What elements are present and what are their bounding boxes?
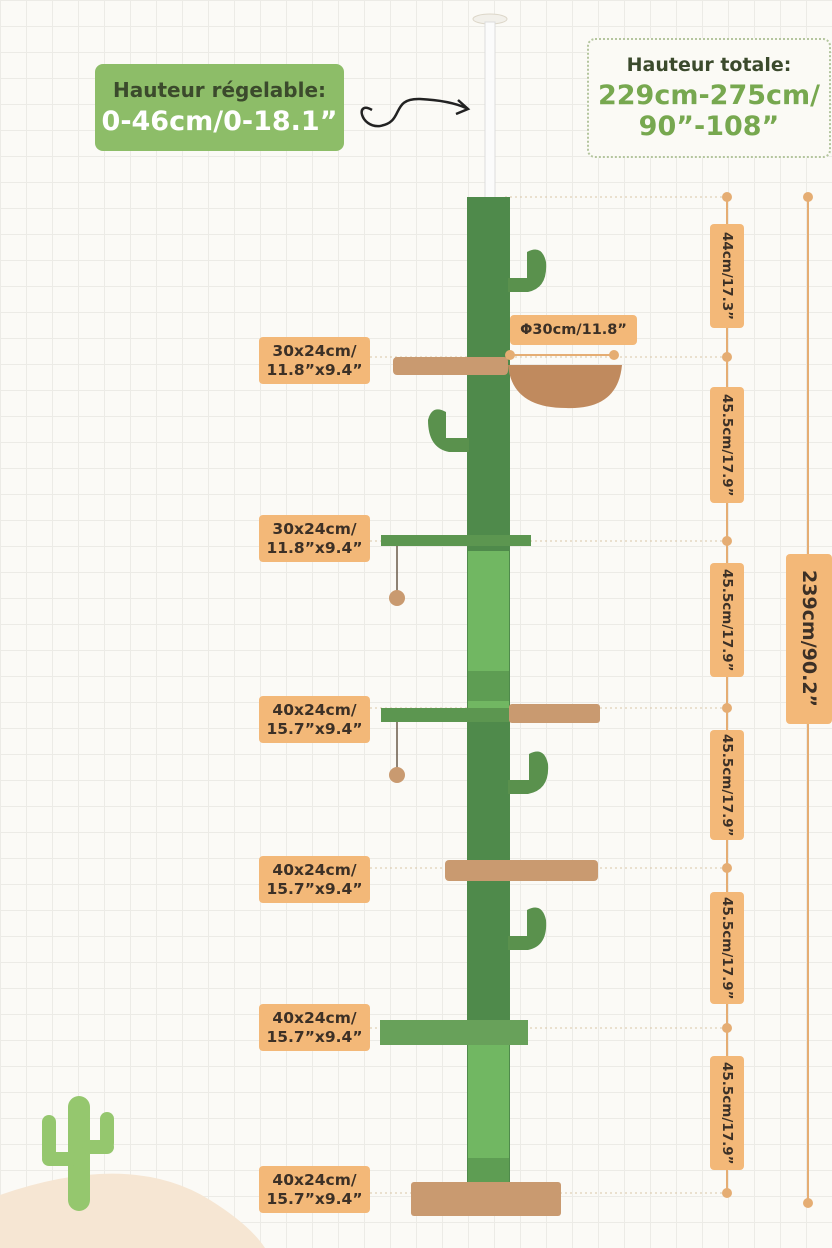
adjustable-rod (484, 21, 496, 199)
arrow-icon (360, 97, 467, 128)
adjustable-height-label: Hauteur régelable: (112, 78, 327, 102)
dimension-dots (505, 192, 813, 1208)
platform-size-label-4: 40x24cm/15.7”x9.4” (259, 856, 370, 903)
total-height-label: Hauteur totale: (626, 54, 792, 76)
total-height-range-in: 90”-108” (638, 111, 780, 142)
ground-decoration (0, 1173, 265, 1248)
segment-height-label-2: 45.5cm/17.9” (710, 387, 744, 503)
hanging-ball (389, 590, 405, 606)
segment-height-label-5: 45.5cm/17.9” (710, 892, 744, 1004)
total-height-range-cm: 229cm-275cm/ (597, 80, 821, 111)
platform-5 (380, 1020, 528, 1045)
platform-1 (393, 357, 508, 375)
segment-height-label-6: 45.5cm/17.9” (710, 1056, 744, 1170)
platform-4 (445, 860, 598, 881)
segment-height-label-4: 45.5cm/17.9” (710, 730, 744, 840)
basket-diameter-label: Φ30cm/11.8” (510, 315, 637, 345)
total-height-value-label: 239cm/90.2” (786, 554, 832, 724)
platform-size-label-2: 30x24cm/11.8”x9.4” (259, 515, 370, 562)
cactus-arms (428, 249, 549, 950)
total-height-range: 229cm-275cm/ 90”-108” (598, 80, 820, 142)
basket (508, 365, 622, 409)
platform-size-label-1: 30x24cm/11.8”x9.4” (259, 337, 370, 384)
segment-height-label-3: 45.5cm/17.9” (710, 563, 744, 677)
platform-3 (381, 708, 509, 722)
platform-size-label-6: 40x24cm/15.7”x9.4” (259, 1166, 370, 1213)
platform-2 (381, 535, 531, 546)
total-height-box: Hauteur totale: 229cm-275cm/ 90”-108” (587, 38, 831, 158)
platform-size-label-3: 40x24cm/15.7”x9.4” (259, 696, 370, 743)
dimension-lines (510, 197, 809, 1203)
hanging-ball (389, 767, 405, 783)
cactus-decoration-icon (42, 1096, 114, 1211)
base-platform (411, 1182, 561, 1216)
adjustable-height-box: Hauteur régelable: 0-46cm/0-18.1” (95, 64, 344, 151)
segment-height-label-1: 44cm/17.3” (710, 224, 744, 328)
platform-size-label-5: 40x24cm/15.7”x9.4” (259, 1004, 370, 1051)
adjustable-height-value: 0-46cm/0-18.1” (101, 106, 338, 137)
